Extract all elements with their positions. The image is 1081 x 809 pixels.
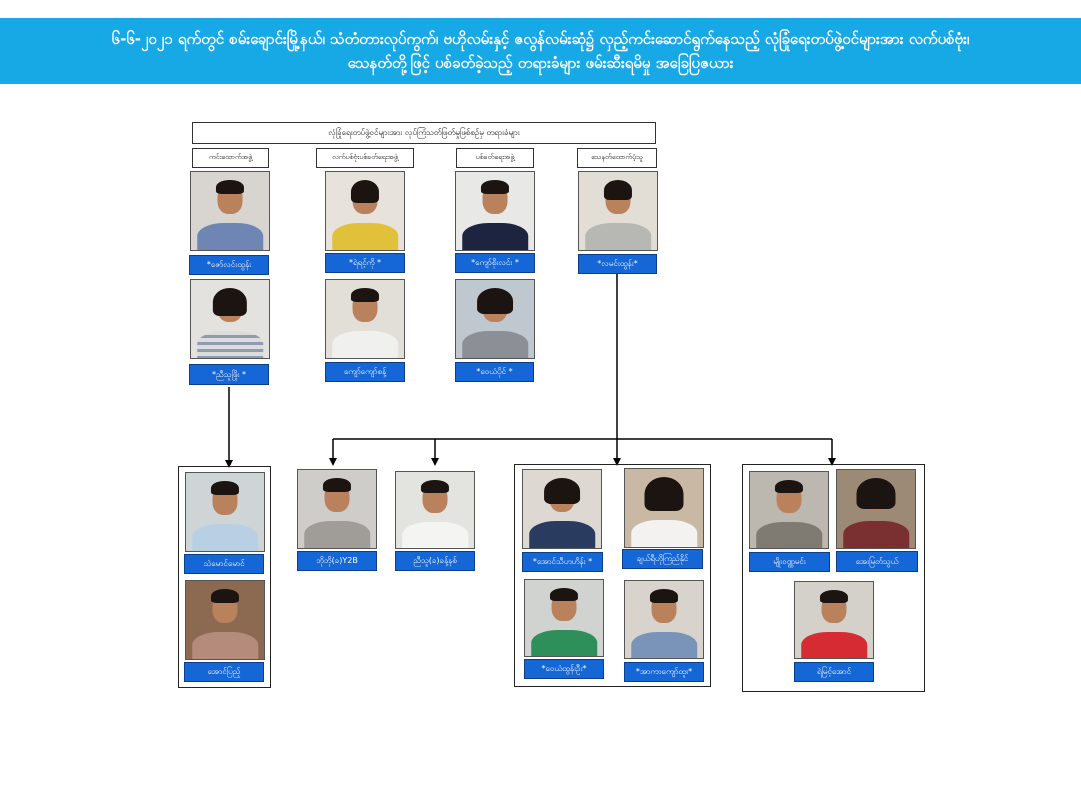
suspect-name-4: ကျော်ကျော်စန့် bbox=[325, 362, 405, 382]
suspect-photo-10 bbox=[297, 469, 377, 549]
suspect-name-3: *ရဲရင့်ကို * bbox=[325, 253, 405, 273]
suspect-name-16: မျိုးဝဏ္ဏမင်း bbox=[749, 552, 830, 572]
suspect-name-7: *လမင်းထွန်း* bbox=[578, 254, 657, 274]
suspect-photo-11 bbox=[395, 471, 475, 549]
suspect-name-6: *ဝေယံပိုင် * bbox=[455, 362, 534, 382]
column-head-2: လက်ပစ်ဗုံးပစ်ခတ်ရေးအဖွဲ့ bbox=[316, 148, 414, 168]
suspect-name-17: အေးမြတ်သွယ် bbox=[836, 551, 918, 572]
suspect-photo-14 bbox=[524, 579, 604, 657]
suspect-name-18: ရဲမြင့်အောင် bbox=[794, 662, 874, 682]
group-box-middle bbox=[514, 464, 711, 687]
suspect-photo-1 bbox=[190, 171, 270, 251]
suspect-photo-4 bbox=[325, 279, 405, 359]
suspect-photo-8 bbox=[185, 472, 265, 552]
suspect-name-2: *ညီသူဖြိုး * bbox=[189, 364, 269, 385]
suspect-name-8: သဲမောင်မောင် bbox=[184, 554, 264, 574]
suspect-photo-3 bbox=[325, 171, 405, 251]
suspect-photo-17 bbox=[836, 469, 916, 549]
suspect-name-15: *အာကာကျော်ထူး* bbox=[624, 662, 704, 682]
suspect-name-9: အောင်ပြည့် bbox=[184, 662, 264, 682]
chart-title: လုံခြုံရေးတပ်ဖွဲ့ဝင်များအား လုပ်ကြံသတ်ဖြ… bbox=[192, 122, 656, 144]
suspect-photo-16 bbox=[749, 471, 829, 549]
suspect-photo-13 bbox=[624, 468, 704, 548]
column-head-3: ပစ်ခတ်ရေးအဖွဲ့ bbox=[456, 148, 534, 168]
suspect-name-1: *ဇော်လင်းထွန်း bbox=[189, 255, 269, 275]
suspect-name-12: *အောင်သီဟဟိန်း * bbox=[522, 552, 603, 572]
group-box-left bbox=[178, 466, 271, 688]
suspect-name-10: ဘိုဘို(ခ)Y2B bbox=[297, 551, 377, 571]
group-box-right bbox=[742, 464, 925, 692]
suspect-photo-2 bbox=[190, 279, 270, 359]
suspect-photo-18 bbox=[794, 581, 874, 659]
suspect-photo-5 bbox=[455, 171, 535, 251]
suspect-name-14: *ဝေယံထွန်းဦး* bbox=[524, 659, 604, 679]
header-banner: ၆-၆-၂၀၂၁ ရက်တွင် စမ်းချောင်းမြို့နယ်၊ သံ… bbox=[0, 18, 1081, 84]
suspect-photo-7 bbox=[578, 171, 658, 251]
suspect-photo-15 bbox=[624, 580, 704, 659]
banner-line-1: ၆-၆-၂၀၂၁ ရက်တွင် စမ်းချောင်းမြို့နယ်၊ သံ… bbox=[111, 30, 970, 48]
column-head-1: ကင်းထောက်အဖွဲ့ bbox=[192, 148, 269, 168]
suspect-name-13: ချယ်ရီဟိုကြည်နိုင် bbox=[622, 549, 703, 569]
suspect-name-11: ညီသူ(ခ)ခန့်နစ် bbox=[395, 551, 475, 571]
suspect-photo-9 bbox=[185, 580, 265, 660]
banner-line-2: သေနတ်တို့ဖြင့် ပစ်ခတ်ခဲ့သည့် တရားခံများ … bbox=[347, 54, 734, 72]
suspect-photo-12 bbox=[522, 469, 602, 549]
suspect-photo-6 bbox=[455, 279, 535, 359]
suspect-name-5: *ကျော်စိုးလင်း * bbox=[455, 253, 535, 273]
column-head-4: သေနတ်ထောက်ပံ့သူ bbox=[577, 148, 657, 168]
